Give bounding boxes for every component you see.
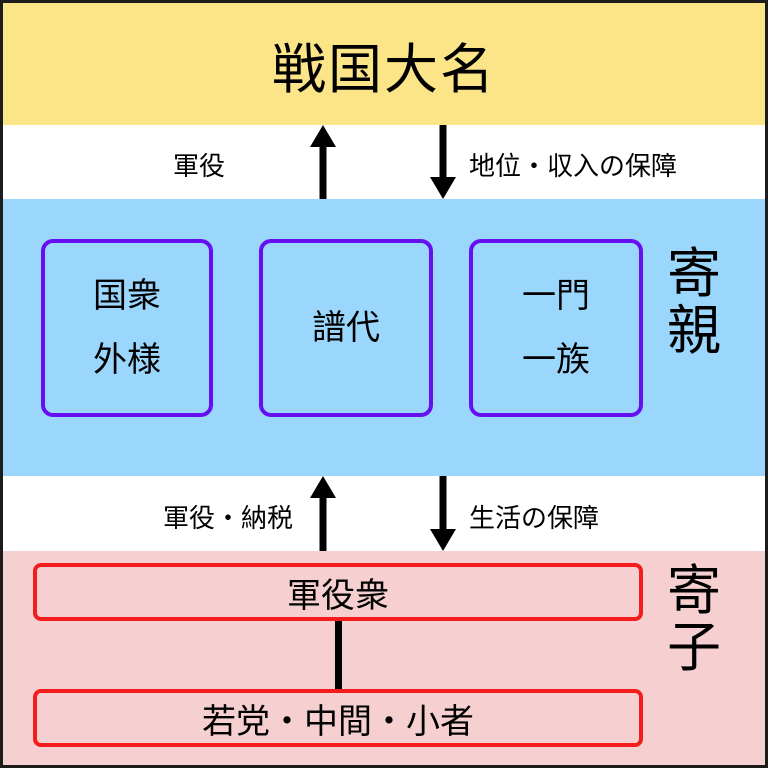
daimyo-title: 戦国大名: [272, 37, 496, 101]
label-lower-upward: 軍役・納税: [162, 504, 293, 534]
vassal-box-line: 外様: [93, 340, 161, 380]
label-upper-upward: 軍役: [172, 152, 225, 182]
retainer-box-wakato-chugen-komono[interactable]: 若党・中間・小者: [33, 689, 643, 747]
arrow-head-down-icon: [430, 529, 456, 551]
arrow-head-up-icon: [310, 476, 336, 498]
vassal-box-line: 一門: [522, 276, 590, 316]
arrow-head-down-icon: [430, 177, 456, 199]
side-label-char: 子: [667, 615, 721, 679]
connector-line: [335, 621, 342, 689]
arrow-shaft: [319, 141, 327, 199]
arrow-shaft: [439, 125, 447, 183]
arrow-head-up-icon: [310, 125, 336, 147]
vassal-box-line: 国衆: [93, 276, 161, 316]
arrow-shaft: [319, 492, 327, 551]
arrow-shaft: [439, 476, 447, 535]
vassal-box-line: 一族: [522, 340, 590, 380]
side-label-yoriko: 寄 子: [663, 559, 725, 679]
arrow-down-status-income: [429, 125, 457, 199]
vassal-box-ichimon-ichizoku[interactable]: 一門 一族: [469, 239, 643, 417]
arrow-up-service-tax: [309, 476, 337, 551]
yoriko-band: [3, 551, 765, 765]
vassal-box-kokushu-tozama[interactable]: 国衆 外様: [41, 239, 213, 417]
side-label-char: 寄: [667, 559, 721, 622]
daimyo-band: [3, 3, 765, 125]
side-label-char: 親: [667, 298, 721, 362]
side-label-yoriya: 寄 親: [663, 242, 725, 362]
vassal-box-fudai[interactable]: 譜代: [259, 239, 433, 417]
label-upper-downward: 地位・収入の保障: [469, 152, 678, 182]
side-label-char: 寄: [667, 242, 721, 305]
arrow-up-military-service: [309, 125, 337, 199]
label-lower-downward: 生活の保障: [469, 504, 600, 534]
arrow-down-livelihood: [429, 476, 457, 551]
retainer-box-gunyakushu[interactable]: 軍役衆: [33, 563, 643, 621]
vassal-box-line: 譜代: [312, 308, 380, 348]
